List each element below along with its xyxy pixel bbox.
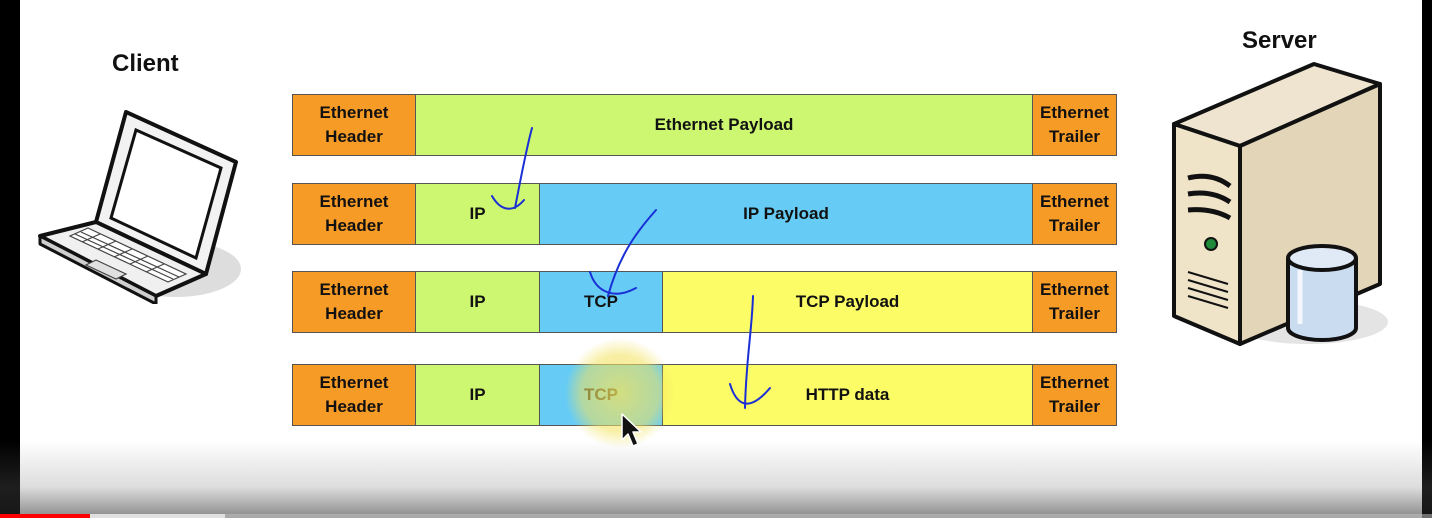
ethernet-header-segment: Ethernet Header [293, 365, 416, 425]
ethernet-trailer-segment: Ethernet Trailer [1033, 184, 1116, 244]
ethernet-header-segment: Ethernet Header [293, 184, 416, 244]
ethernet-trailer-segment: Ethernet Trailer [1033, 365, 1116, 425]
video-buffered-bar [0, 514, 225, 518]
tcp-header-segment: TCP [540, 272, 663, 332]
frame-http: Ethernet Header IP TCP HTTP data Etherne… [292, 364, 1117, 426]
ip-header-segment: IP [416, 272, 540, 332]
ethernet-header-segment: Ethernet Header [293, 95, 416, 155]
client-label: Client [112, 50, 179, 77]
tcp-payload-segment: TCP Payload [663, 272, 1033, 332]
frame-tcp: Ethernet Header IP TCP TCP Payload Ether… [292, 271, 1117, 333]
tcp-header-segment: TCP [540, 365, 663, 425]
frame-ip: Ethernet Header IP IP Payload Ethernet T… [292, 183, 1117, 245]
video-progress-bar[interactable] [0, 514, 1432, 518]
frame-ethernet: Ethernet Header Ethernet Payload Etherne… [292, 94, 1117, 156]
http-data-segment: HTTP data [663, 365, 1033, 425]
letterbox-left [0, 0, 20, 518]
ethernet-trailer-segment: Ethernet Trailer [1033, 95, 1116, 155]
ethernet-payload-segment: Ethernet Payload [416, 95, 1033, 155]
laptop-icon [38, 110, 241, 304]
server-label: Server [1242, 27, 1317, 54]
letterbox-right [1422, 0, 1432, 518]
ip-header-segment: IP [416, 365, 540, 425]
ethernet-header-segment: Ethernet Header [293, 272, 416, 332]
ip-payload-segment: IP Payload [540, 184, 1033, 244]
player-bottom-gradient [0, 440, 1432, 518]
ethernet-trailer-segment: Ethernet Trailer [1033, 272, 1116, 332]
server-tower-icon [1172, 62, 1388, 346]
ip-header-segment: IP [416, 184, 540, 244]
video-played-bar [0, 514, 91, 518]
